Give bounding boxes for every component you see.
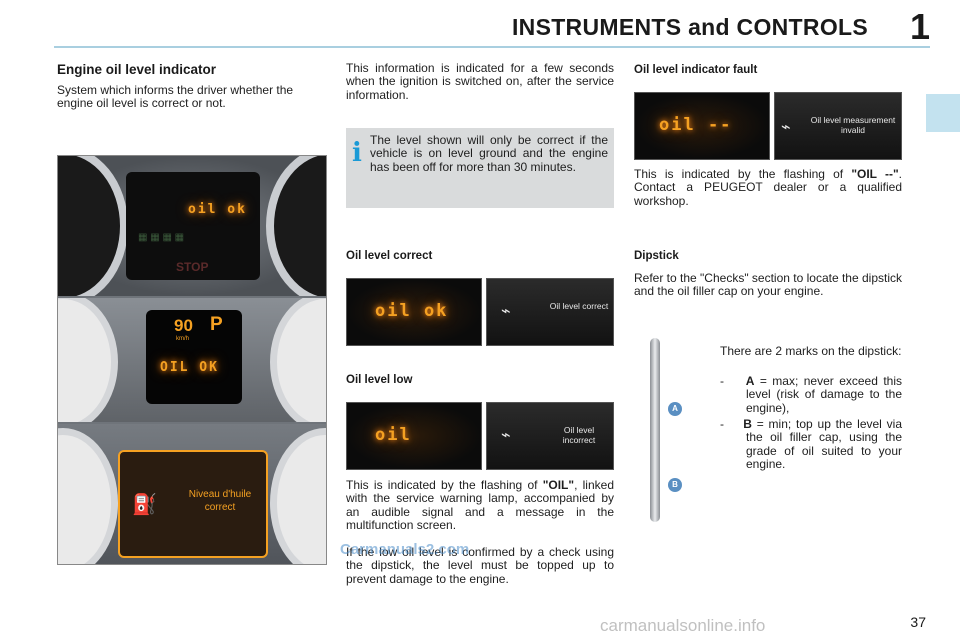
oil-low-text2: If the low oil level is confirmed by a c… [346, 545, 614, 586]
fault-lcd: oil -- [659, 115, 733, 135]
fault-text: This is indicated by the flashing of "OI… [634, 167, 902, 208]
cluster-section-mid: 90 P km/h OIL OK [58, 298, 326, 422]
cluster-screen-mid: 90 P km/h OIL OK [146, 310, 242, 404]
left-dial-bot [58, 428, 118, 564]
dipstick-illustration: A B [636, 338, 716, 522]
multifunction-message: Niveau d'huile correct [188, 489, 252, 513]
lcd-oil-ok-mid: OIL OK [160, 360, 219, 375]
chapter-number: 1 [909, 6, 930, 47]
info-text: The level shown will only be correct if … [370, 133, 608, 174]
column2-intro: This information is indicated for a few … [346, 61, 614, 102]
dipstick-a-label: A [745, 374, 755, 388]
warning-lamps-row: ▦ ▦ ▦ ▦ [138, 232, 185, 243]
stop-lamp: STOP [176, 260, 209, 274]
oil-correct-lcd-panel: oil ok [346, 278, 482, 346]
oil-correct-msg-panel: ⌁ Oil level correct [486, 278, 614, 346]
fault-lcd-panel: oil -- [634, 92, 770, 160]
oil-low-text-pre: This is indicated by the flashing of [346, 478, 543, 492]
instrument-cluster-photo: oil ok ▦ ▦ ▦ ▦ STOP 90 P km/h OIL OK ⛽ N… [57, 155, 327, 565]
gear-readout: P [210, 314, 223, 335]
chapter-tab [926, 94, 960, 132]
dipstick-b-desc: = min; top up the level via the oil fill… [746, 417, 902, 472]
fault-text-post: . Contact a PEUGEOT dealer or a qualifie… [634, 167, 902, 208]
speed-unit: km/h [176, 336, 190, 342]
mark-a-badge: A [668, 402, 682, 416]
right-dial-bot [270, 428, 326, 564]
oil-correct-msg: Oil level correct [549, 301, 609, 311]
info-box: i The level shown will only be correct i… [346, 128, 614, 208]
dipstick-b-label: B [743, 417, 752, 431]
right-dial-mid [270, 298, 326, 422]
cluster-section-top: oil ok ▦ ▦ ▦ ▦ STOP [58, 156, 326, 296]
cluster-section-bot: ⛽ Niveau d'huile correct [58, 424, 326, 564]
right-dial [266, 156, 326, 296]
oil-low-msg: Oil level incorrect [562, 425, 596, 445]
mark-b-badge: B [668, 478, 682, 492]
oil-can-icon: ⌁ [501, 303, 511, 320]
dipstick-mark-a-text: - A = max; never exceed this level (risk… [720, 374, 902, 415]
oil-correct-lcd: oil ok [375, 301, 449, 321]
fault-title: Oil level indicator fault [634, 64, 758, 76]
speed-readout: 90 [174, 316, 193, 335]
info-icon: i [352, 138, 362, 168]
dipstick-mark-b-text: - B = min; top up the level via the oil … [720, 417, 902, 472]
fault-text-bold: "OIL --" [851, 167, 899, 181]
oil-low-msg-panel: ⌁ Oil level incorrect [486, 402, 614, 470]
dipstick-title: Dipstick [634, 250, 679, 262]
watermark: Carmanuals2.com [340, 541, 470, 558]
fault-text-pre: This is indicated by the flashing of [634, 167, 852, 181]
dipstick-rod [650, 338, 660, 522]
oil-can-icon: ⌁ [501, 427, 511, 444]
lcd-oil-ok-top: oil ok [188, 202, 247, 217]
page-title: INSTRUMENTS and CONTROLS [511, 14, 868, 40]
oil-low-title: Oil level low [346, 374, 413, 386]
dipstick-text: Refer to the "Checks" section to locate … [634, 271, 902, 299]
cluster-screen-top: oil ok ▦ ▦ ▦ ▦ STOP [126, 172, 260, 280]
dipstick-marks-intro: There are 2 marks on the dipstick: [720, 344, 902, 358]
left-dial-mid [58, 298, 118, 422]
engine-oil-intro: System which informs the driver whether … [57, 83, 294, 111]
section-title-engine-oil: Engine oil level indicator [57, 62, 217, 77]
header-divider [54, 46, 930, 48]
oil-can-icon: ⌁ [781, 119, 791, 136]
oil-low-text: This is indicated by the flashing of "OI… [346, 478, 614, 533]
oil-low-text-post: , linked with the service warning lamp, … [346, 478, 614, 533]
oil-correct-title: Oil level correct [346, 250, 433, 262]
oil-low-text-bold: "OIL" [542, 478, 575, 492]
oil-low-lcd-panel: oil [346, 402, 482, 470]
left-dial [58, 156, 128, 296]
fault-msg: Oil level measurement invalid [810, 115, 896, 135]
watermark-bottom: carmanualsonline.info [600, 616, 766, 635]
fault-msg-panel: ⌁ Oil level measurement invalid [774, 92, 902, 160]
oil-can-icon: ⛽ [132, 494, 157, 516]
page-number: 37 [910, 614, 926, 630]
dipstick-a-desc: = max; never exceed this level (risk of … [746, 374, 902, 415]
cluster-screen-bot: ⛽ Niveau d'huile correct [118, 450, 268, 558]
oil-low-lcd: oil [375, 425, 412, 445]
